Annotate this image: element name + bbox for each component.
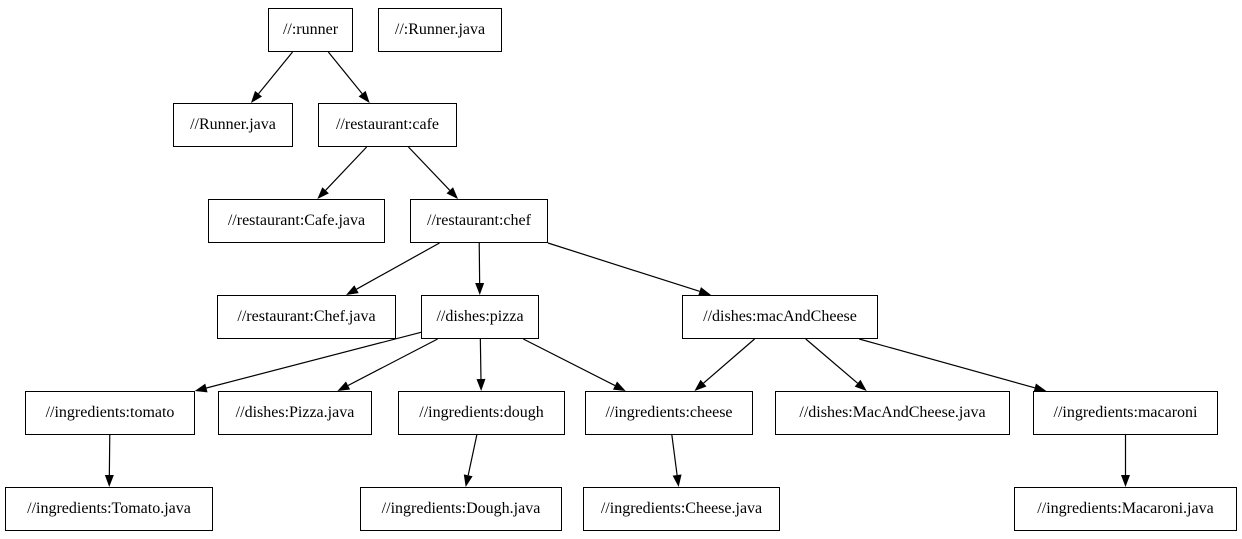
node-label: //dishes:MacAndCheese.java bbox=[799, 404, 986, 421]
edge-pizza-to-dough bbox=[479, 338, 482, 380]
arrowhead-cafe-to-chef bbox=[446, 187, 459, 199]
node-runner: //:runner bbox=[268, 8, 353, 52]
edge-mac-and-cheese-to-cheese bbox=[703, 338, 755, 384]
node-cheese-java: //ingredients:Cheese.java bbox=[583, 487, 780, 531]
node-tomato: //ingredients:tomato bbox=[25, 391, 195, 435]
arrowhead-chef-to-chef-java bbox=[346, 285, 359, 295]
arrowhead-dough-to-dough-java bbox=[463, 474, 473, 487]
node-chef-java: //restaurant:Chef.java bbox=[217, 295, 396, 339]
node-label: //restaurant:Cafe.java bbox=[227, 212, 366, 229]
node-label: //ingredients:cheese bbox=[605, 404, 733, 421]
edge-cafe-to-chef bbox=[408, 146, 451, 191]
node-label: //ingredients:Macaroni.java bbox=[1037, 500, 1214, 517]
node-label: //:runner bbox=[282, 21, 339, 38]
edge-cheese-to-cheese-java bbox=[671, 434, 678, 476]
edge-chef-to-chef-java bbox=[356, 242, 440, 290]
arrowhead-runner-to-runner-java bbox=[250, 90, 263, 103]
node-macaroni-java: //ingredients:Macaroni.java bbox=[1014, 487, 1237, 531]
node-label: //ingredients:Cheese.java bbox=[600, 500, 763, 517]
node-label: //dishes:macAndCheese bbox=[703, 308, 857, 325]
node-runner-java-src: //:Runner.java bbox=[378, 8, 502, 52]
node-label: //ingredients:macaroni bbox=[1053, 404, 1198, 421]
node-dough-java: //ingredients:Dough.java bbox=[360, 487, 562, 531]
arrowhead-pizza-to-dough bbox=[476, 378, 486, 391]
arrowhead-mac-and-cheese-to-cheese bbox=[694, 379, 707, 391]
arrowhead-tomato-to-tomato-java bbox=[104, 474, 114, 487]
node-label: //dishes:pizza bbox=[436, 308, 524, 325]
arrowhead-chef-to-mac-and-cheese bbox=[698, 287, 712, 296]
node-pizza-java: //dishes:Pizza.java bbox=[218, 391, 372, 435]
arrowhead-cafe-to-cafe-java bbox=[317, 187, 329, 199]
arrowhead-mac-and-cheese-to-mac-and-cheese-java bbox=[854, 379, 867, 391]
node-label: //ingredients:tomato bbox=[45, 404, 175, 421]
node-pizza: //dishes:pizza bbox=[421, 295, 539, 339]
arrowhead-pizza-to-pizza-java bbox=[337, 381, 351, 391]
arrowhead-mac-and-cheese-to-macaroni bbox=[1033, 383, 1047, 393]
node-dough: //ingredients:dough bbox=[398, 391, 565, 435]
node-label: //:Runner.java bbox=[394, 21, 486, 38]
node-label: //ingredients:Dough.java bbox=[381, 500, 541, 517]
arrowhead-pizza-to-tomato bbox=[194, 383, 208, 393]
edge-runner-to-cafe bbox=[327, 51, 363, 95]
node-tomato-java: //ingredients:Tomato.java bbox=[5, 487, 213, 531]
edge-chef-to-mac-and-cheese bbox=[547, 242, 700, 292]
node-label: //restaurant:cafe bbox=[335, 116, 440, 133]
arrowhead-macaroni-to-macaroni-java bbox=[1121, 475, 1130, 487]
node-label: //restaurant:chef bbox=[427, 212, 531, 229]
node-label: //restaurant:Chef.java bbox=[237, 308, 376, 325]
edge-mac-and-cheese-to-mac-and-cheese-java bbox=[805, 338, 858, 384]
node-mac-and-cheese: //dishes:macAndCheese bbox=[682, 295, 878, 339]
node-label: //ingredients:Tomato.java bbox=[27, 500, 191, 517]
edge-cafe-to-cafe-java bbox=[325, 146, 368, 191]
arrowhead-runner-to-cafe bbox=[358, 90, 370, 103]
edge-dough-to-dough-java bbox=[467, 434, 478, 476]
node-cafe: //restaurant:cafe bbox=[318, 103, 457, 147]
arrowhead-cheese-to-cheese-java bbox=[672, 474, 682, 487]
edge-runner-to-runner-java bbox=[258, 51, 294, 95]
node-cafe-java: //restaurant:Cafe.java bbox=[208, 199, 385, 243]
node-cheese: //ingredients:cheese bbox=[585, 391, 753, 435]
node-mac-and-cheese-java: //dishes:MacAndCheese.java bbox=[775, 391, 1010, 435]
edge-pizza-to-pizza-java bbox=[347, 338, 438, 387]
node-label: //Runner.java bbox=[190, 116, 276, 133]
arrowhead-chef-to-pizza bbox=[475, 282, 485, 295]
edge-pizza-to-cheese bbox=[523, 338, 616, 387]
edge-pizza-to-tomato bbox=[206, 331, 422, 389]
node-label: //dishes:Pizza.java bbox=[235, 404, 355, 421]
node-macaroni: //ingredients:macaroni bbox=[1033, 391, 1218, 435]
edge-mac-and-cheese-to-macaroni bbox=[859, 338, 1035, 389]
arrowhead-pizza-to-cheese bbox=[612, 381, 626, 391]
node-label: //ingredients:dough bbox=[419, 404, 544, 421]
node-runner-java: //Runner.java bbox=[173, 103, 293, 147]
node-chef: //restaurant:chef bbox=[410, 199, 548, 243]
